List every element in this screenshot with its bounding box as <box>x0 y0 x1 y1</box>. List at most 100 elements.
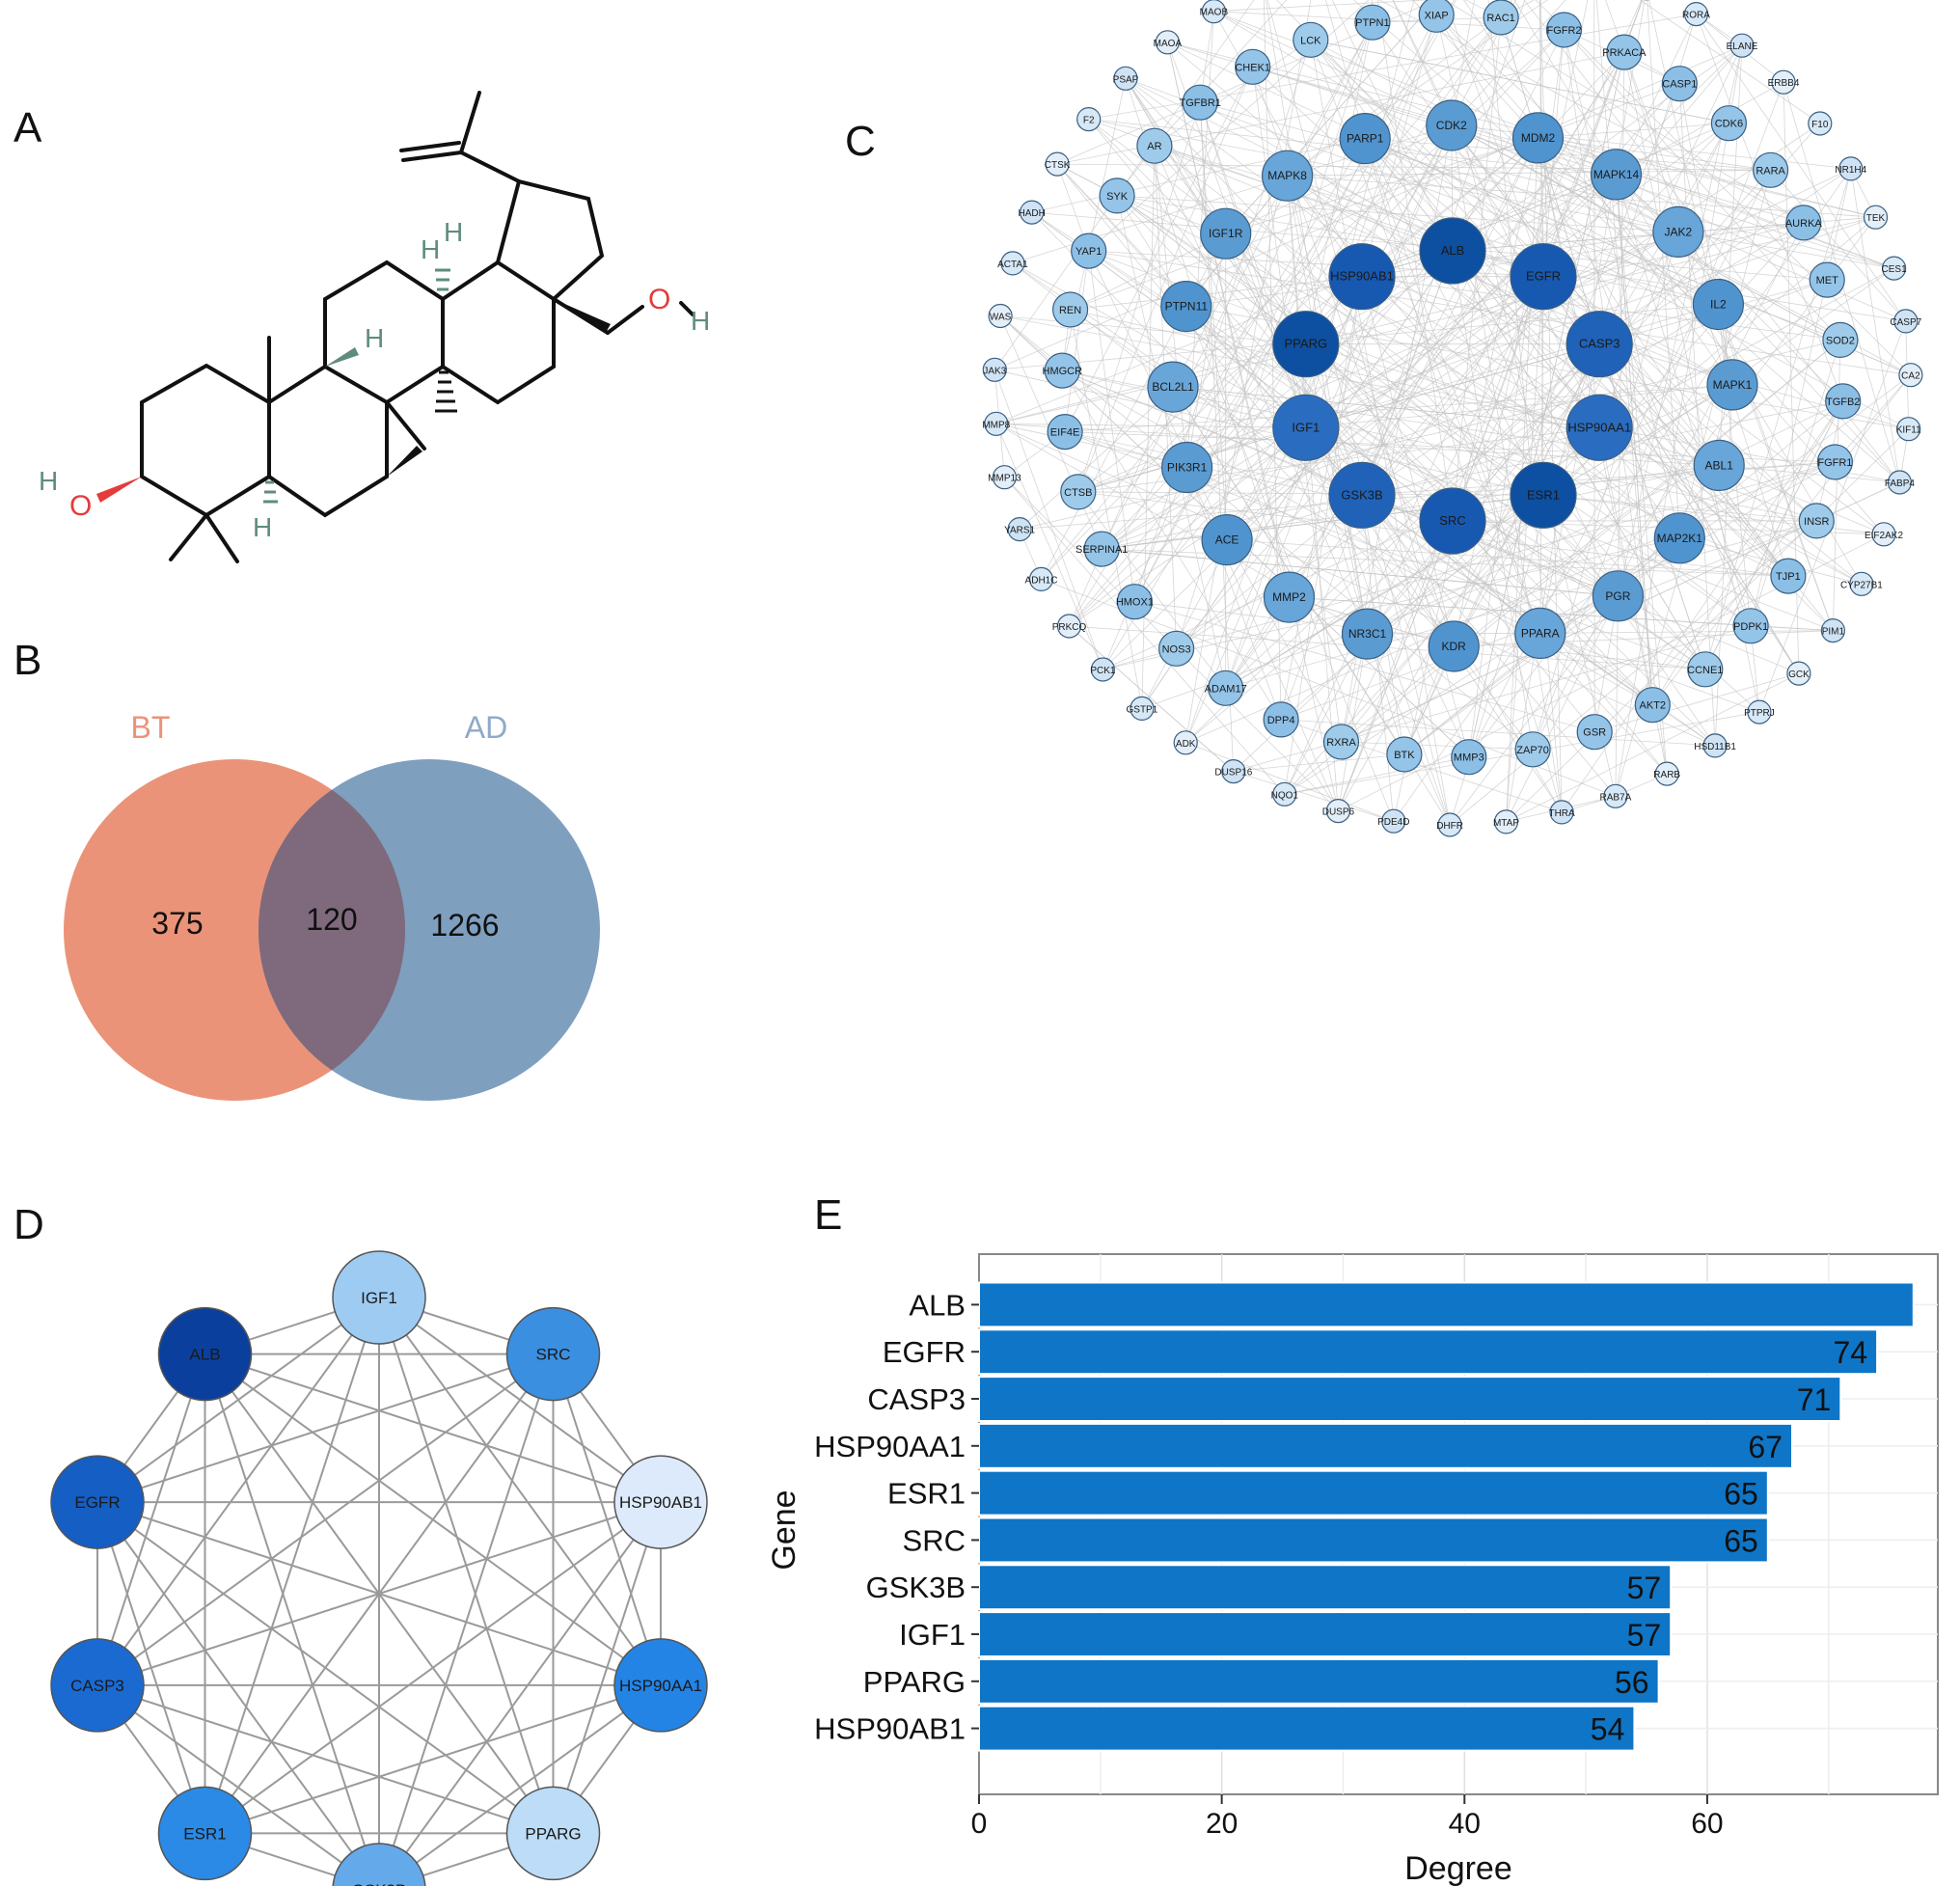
network-c-node-circle <box>1451 739 1487 776</box>
chart-bar-hsp90ab1 <box>978 1705 1636 1752</box>
network-c-node-circle <box>1158 630 1195 667</box>
network-c-node-circle <box>1147 361 1199 413</box>
network-c-node-pck1: PCK1 <box>1090 657 1116 682</box>
hub-gene-network: IGF1SRCHSP90AB1HSP90AA1PPARGGSK3BESR1CAS… <box>50 1250 708 1886</box>
network-c-node-circle <box>1493 809 1519 834</box>
network-c-node-label: IGF1R <box>1209 227 1243 240</box>
network-c-node-circle <box>1208 670 1244 706</box>
network-c-node-circle <box>1419 487 1486 555</box>
network-c-node-circle <box>1263 571 1316 623</box>
network-c-node-label: RXRA <box>1326 737 1356 749</box>
network-c-node-lck: LCK <box>1293 21 1329 58</box>
network-c-node-casp1: CASP1 <box>1661 66 1698 102</box>
chart-bar-igf1 <box>978 1611 1673 1658</box>
network-c-edge <box>1020 340 1840 530</box>
network-c-node-casp3: CASP3 <box>1565 311 1633 378</box>
network-c-node-circle <box>1898 363 1923 388</box>
network-c-edge <box>1185 461 1836 744</box>
network-c-edge <box>1069 625 1235 772</box>
network-c-edge <box>1281 719 1716 747</box>
network-c-edge <box>1185 306 1395 822</box>
network-c-node-was: WAS <box>988 303 1013 329</box>
network-c-node-rora: RORA <box>1682 2 1710 27</box>
network-c-edge <box>1000 315 1306 345</box>
network-c-edge <box>1468 216 1876 757</box>
network-c-edge <box>999 315 1534 751</box>
network-d-node-circle <box>505 1306 601 1402</box>
network-c-edge <box>1361 276 1909 430</box>
network-c-edge <box>1102 548 1619 597</box>
network-c-node-label: TJP1 <box>1776 571 1801 583</box>
network-c-node-maob: MAOB <box>1200 0 1228 24</box>
network-c-node-rarb: RARB <box>1653 761 1680 786</box>
network-c-node-ptprj: PTPRJ <box>1744 699 1775 724</box>
network-c-node-label: MAPK14 <box>1593 168 1640 181</box>
network-c-node-hmox1: HMOX1 <box>1116 584 1154 620</box>
network-c-edge <box>1184 343 1600 744</box>
network-c-node-circle <box>1514 607 1566 660</box>
network-c-node-circle <box>1000 251 1025 276</box>
network-c-edge <box>1199 102 1228 540</box>
network-c-node-label: NR1H4 <box>1835 165 1866 176</box>
network-c-node-label: RAB7A <box>1600 792 1632 803</box>
network-c-node-label: REN <box>1059 305 1081 316</box>
network-c-node-fgfr1: FGFR1 <box>1816 444 1854 480</box>
chart-y-axis-label: Gene <box>766 1490 803 1570</box>
network-c-node-cdk6: CDK6 <box>1710 105 1748 142</box>
network-c-node-yars1: YARS1 <box>1004 516 1036 542</box>
network-d-edge <box>204 1683 662 1835</box>
panel-label-c: C <box>845 118 876 165</box>
network-c-node-label: PIK3R1 <box>1167 461 1208 475</box>
network-c-node-aurka: AURKA <box>1785 205 1822 241</box>
network-c-node-gsk3b: GSK3B <box>1328 461 1396 529</box>
network-c-edge <box>1284 340 1841 795</box>
network-c-edge <box>1452 250 1863 585</box>
network-c-edge <box>1506 595 1619 823</box>
network-c-node-jak2: JAK2 <box>1652 205 1704 258</box>
network-c-node-label: CCNE1 <box>1687 665 1723 676</box>
network-c-edge <box>1088 250 1911 376</box>
network-c-node-circle <box>1418 0 1455 33</box>
network-c-edge <box>1393 137 1538 822</box>
network-c-node-label: F10 <box>1811 120 1829 130</box>
network-c-node-mmp3: MMP3 <box>1451 739 1487 776</box>
network-c-edge <box>1542 276 1733 386</box>
chart-bar-gsk3b <box>978 1564 1673 1611</box>
network-c-edge <box>1353 0 1900 483</box>
network-c-node-circle <box>1634 687 1671 724</box>
network-c-edge <box>1361 14 1437 277</box>
network-c-edge <box>1287 16 1502 177</box>
network-c-edge <box>1539 0 1563 812</box>
network-c-edge <box>995 424 1103 670</box>
network-c-node-circle <box>1786 661 1811 686</box>
network-c-node-gsr: GSR <box>1576 714 1613 751</box>
network-c-node-label: PTPN11 <box>1165 300 1209 314</box>
network-d-edge <box>96 1353 206 1686</box>
network-c-node-label: ADK <box>1176 739 1196 750</box>
network-c-node-circle <box>1706 359 1758 411</box>
venn-count-bt-only: 375 <box>151 906 203 941</box>
network-d-edge <box>96 1501 206 1834</box>
network-c-edge <box>1341 14 1697 743</box>
network-c-node-src: SRC <box>1419 487 1486 555</box>
network-c-edge <box>1338 520 1454 811</box>
network-c-node-label: MMP2 <box>1272 590 1306 604</box>
network-c-edge <box>1199 102 1307 428</box>
network-c-edge <box>1134 40 1312 602</box>
panel-label-b: B <box>14 637 42 684</box>
network-c-node-pdpk1: PDPK1 <box>1732 608 1769 644</box>
network-c-edge <box>1750 340 1841 626</box>
network-c-node-circle <box>1354 4 1391 41</box>
network-c-node-met: MET <box>1809 261 1845 298</box>
network-c-edge <box>1506 672 1800 823</box>
network-c-edge <box>1598 343 1706 670</box>
chart-x-tick-label: 0 <box>971 1808 988 1840</box>
network-c-edge <box>1287 0 1548 177</box>
network-c-node-label: CASP7 <box>1890 317 1921 328</box>
network-c-node-label: PPARG <box>1285 337 1328 351</box>
network-c-edge <box>1088 119 1752 627</box>
network-c-node-hmgcr: HMGCR <box>1043 352 1082 389</box>
network-d-node-label: HSP90AA1 <box>619 1677 702 1695</box>
molecule-atom-h-ring-b: H <box>365 323 384 353</box>
network-c-edge <box>1186 232 1679 468</box>
